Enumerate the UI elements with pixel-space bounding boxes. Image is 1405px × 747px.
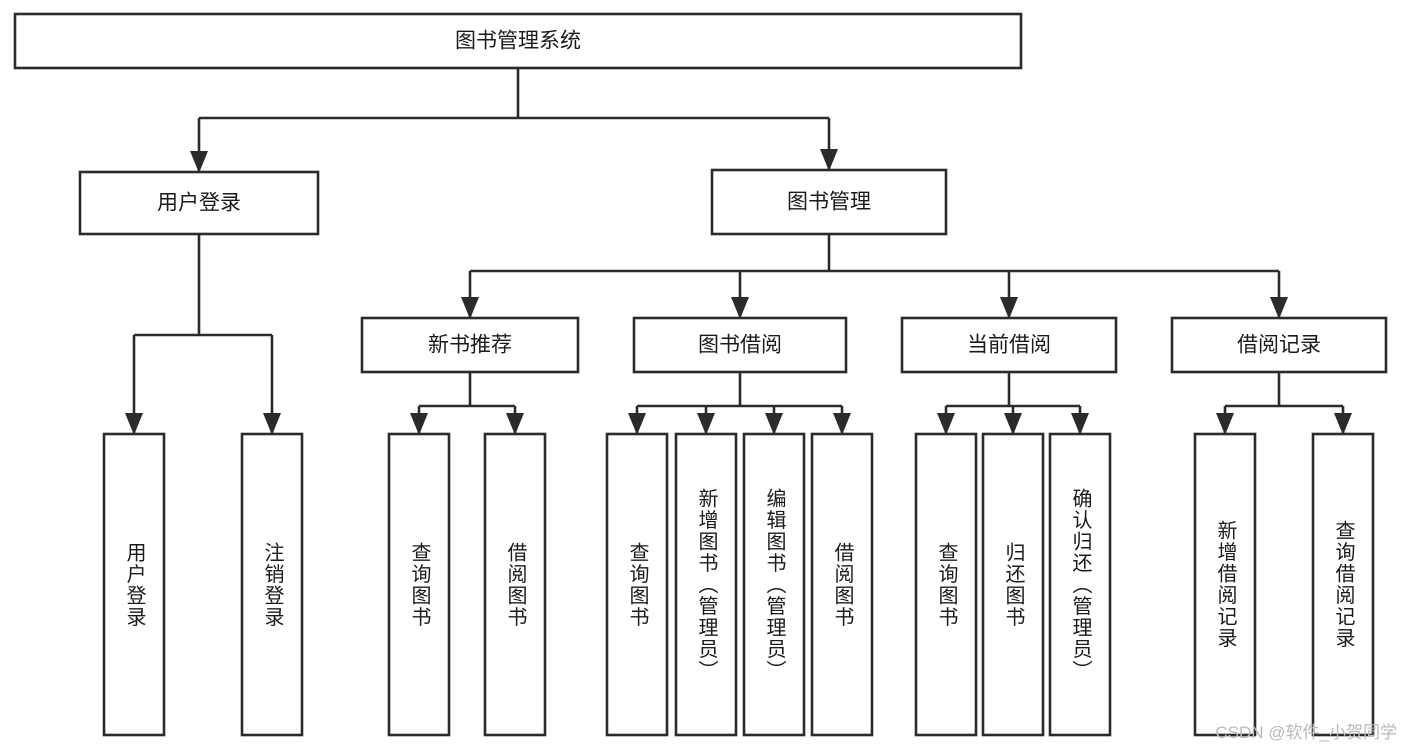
label-root: 图书管理系统 [455, 30, 581, 53]
arrow-head-icon [263, 413, 281, 435]
box-book-manage [710, 168, 948, 236]
box-book-borrow [632, 316, 848, 374]
arrow-head-icon [1216, 413, 1234, 435]
arrow-head-icon [1004, 413, 1022, 435]
box-leaf-borrow-book [810, 432, 874, 737]
arrow-head-icon [697, 413, 715, 435]
arrow-head-icon [125, 413, 143, 435]
arrow-head-icon [410, 413, 428, 435]
label-book-manage: 图书管理 [787, 191, 871, 214]
box-leaf-confirm-return [1048, 432, 1112, 737]
arrow-head-icon [628, 413, 646, 435]
label-user-login: 用户登录 [157, 192, 241, 215]
arrow-head-icon [506, 413, 524, 435]
label-current-borrow: 当前借阅 [967, 334, 1051, 357]
connector-lines [125, 68, 1352, 435]
box-user-login [78, 170, 320, 236]
box-leaf-query-record [1311, 432, 1375, 737]
arrow-head-icon [190, 151, 208, 173]
diagram-boxes [13, 12, 1388, 737]
box-leaf-user-login [102, 432, 166, 737]
arrow-head-icon [833, 413, 851, 435]
box-leaf-add-record [1193, 432, 1257, 737]
box-leaf-query-book-cur [914, 432, 978, 737]
box-leaf-return-book [981, 432, 1045, 737]
box-current-borrow [900, 316, 1118, 374]
box-leaf-query-book-rec [387, 432, 451, 737]
arrow-head-icon [461, 297, 479, 319]
box-leaf-logout [240, 432, 304, 737]
label-borrow-record: 借阅记录 [1237, 334, 1321, 357]
box-leaf-add-book [674, 432, 738, 737]
arrow-head-icon [937, 413, 955, 435]
box-leaf-borrow-book-rec [483, 432, 547, 737]
label-new-book-rec: 新书推荐 [428, 334, 512, 357]
watermark-text: CSDN @软件_小贺同学 [1215, 723, 1397, 742]
arrow-head-icon [765, 413, 783, 435]
label-book-borrow: 图书借阅 [698, 334, 782, 357]
box-leaf-edit-book [742, 432, 806, 737]
box-borrow-record [1170, 316, 1388, 374]
arrow-head-icon [1071, 413, 1089, 435]
arrow-head-icon [1000, 297, 1018, 319]
arrow-head-icon [1270, 297, 1288, 319]
box-root [13, 12, 1023, 70]
arrow-head-icon [731, 297, 749, 319]
arrow-head-icon [820, 149, 838, 171]
arrow-head-icon [1334, 413, 1352, 435]
box-new-book-rec [360, 316, 580, 374]
box-leaf-query-book [605, 432, 669, 737]
